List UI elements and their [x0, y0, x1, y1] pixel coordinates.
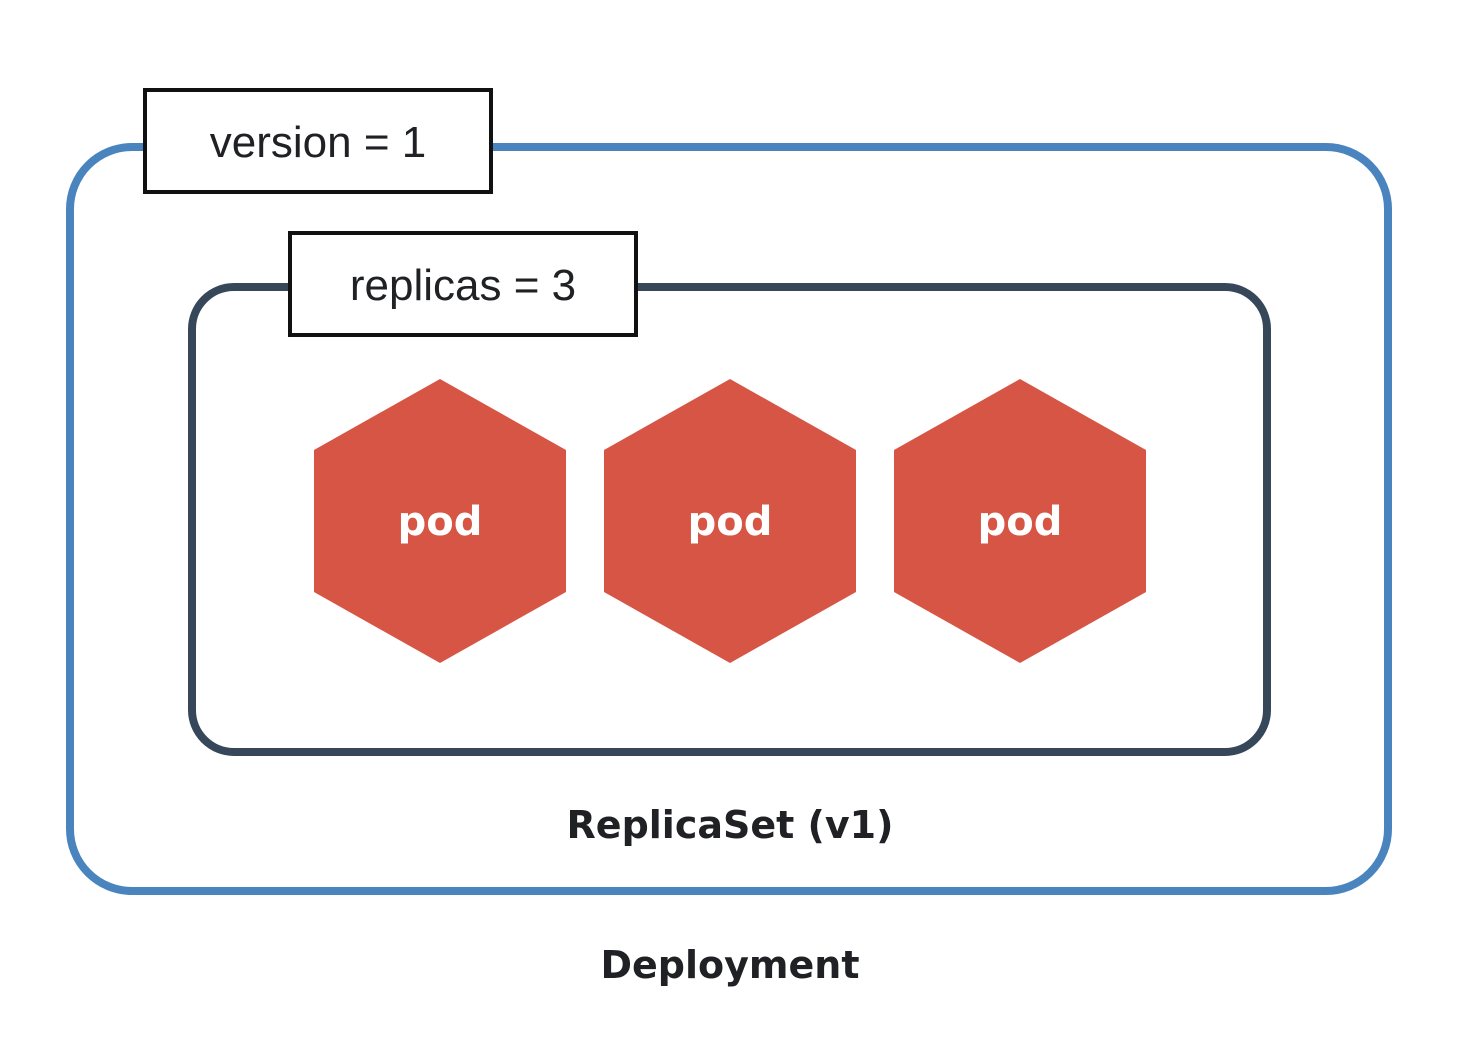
- hexagon-icon: [314, 379, 566, 663]
- deployment-version-tag-label: version = 1: [210, 118, 426, 167]
- pod-1: pod: [314, 379, 566, 663]
- replicaset-replicas-tag-box: [288, 231, 638, 337]
- replicaset-caption: ReplicaSet (v1): [567, 803, 894, 847]
- hexagon-icon: [604, 379, 856, 663]
- replicaset-frame: [188, 283, 1271, 756]
- pod-label: pod: [978, 499, 1063, 545]
- deployment-frame: [66, 143, 1392, 895]
- pod-3: pod: [894, 379, 1146, 663]
- replicaset-replicas-tag-label: replicas = 3: [350, 261, 576, 310]
- replicaset-replicas-tag: replicas = 3: [288, 231, 638, 337]
- hexagon-icon: [894, 379, 1146, 663]
- deployment-version-tag-box: [143, 88, 493, 194]
- pod-2: pod: [604, 379, 856, 663]
- pod-label: pod: [398, 499, 483, 545]
- pod-label: pod: [688, 499, 773, 545]
- deployment-caption: Deployment: [600, 943, 859, 987]
- deployment-version-tag: version = 1: [143, 88, 493, 194]
